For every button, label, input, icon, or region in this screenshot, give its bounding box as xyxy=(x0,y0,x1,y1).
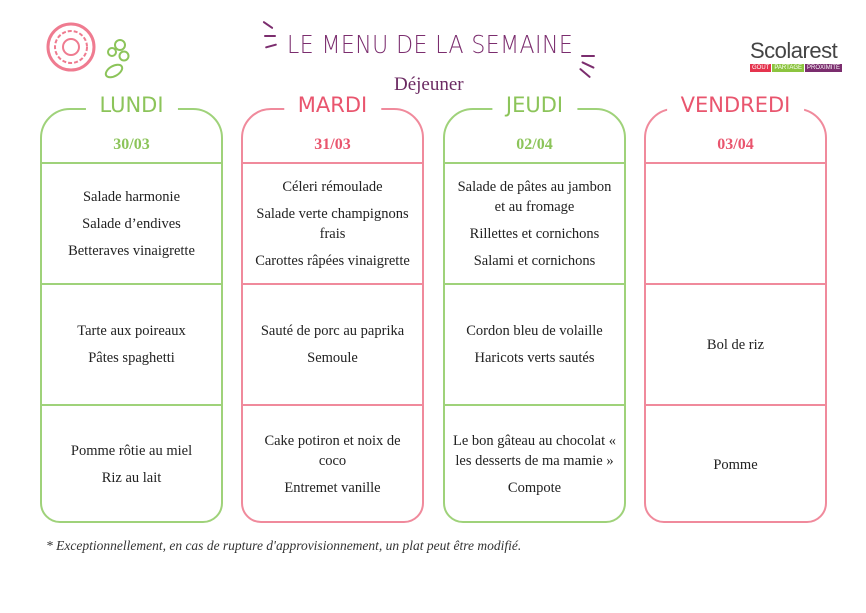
day-name: VENDREDI xyxy=(666,93,805,117)
title-decoration xyxy=(578,67,592,79)
brand-tag: GOÛT xyxy=(750,64,772,72)
menu-item: Salade harmonie xyxy=(82,188,181,205)
menu-item: Compote xyxy=(507,480,562,496)
menu-item: Betteraves vinaigrette xyxy=(68,242,195,259)
menu-item: Céleri rémoulade xyxy=(282,178,383,195)
menu-item: Bol de riz xyxy=(706,336,765,353)
menu-item: Pomme rôtie au miel xyxy=(70,443,193,459)
menu-item: Riz au lait xyxy=(101,470,162,486)
day-date: 31/03 xyxy=(314,136,351,153)
menu-item: Sauté de porc au paprika xyxy=(260,323,405,339)
menu-item: Salade verte champignons frais xyxy=(256,205,409,242)
page-title: LE MENU DE LA SEMAINE xyxy=(287,30,574,59)
day-name: JEUDI xyxy=(491,93,578,117)
menu-item: Rillettes et cornichons xyxy=(469,225,600,242)
menu-item: Tarte aux poireaux xyxy=(77,323,186,339)
day-date: 03/04 xyxy=(717,136,754,153)
menu-item: Pomme xyxy=(713,456,758,473)
day-date: 30/03 xyxy=(113,136,150,153)
menu-item: Haricots verts sautés xyxy=(474,350,595,366)
menu-item: Salade d’endives xyxy=(82,215,181,232)
menu-item: Carottes râpées vinaigrette xyxy=(255,252,410,269)
title-decoration xyxy=(264,43,278,49)
day-date: 02/04 xyxy=(516,136,553,153)
brand-tag: PROXIMITÉ xyxy=(805,64,843,72)
decorative-plate-icon xyxy=(46,22,130,79)
menu-item: Cordon bleu de volaille xyxy=(466,323,603,339)
menu-item: Semoule xyxy=(307,350,358,366)
brand-name: Scolarest xyxy=(750,38,838,63)
title-decoration xyxy=(264,35,276,37)
scolarest-logo: Scolarest GOÛT PARTAGE PROXIMITÉ xyxy=(750,38,843,72)
menu-item: Cake potiron et noix de coco xyxy=(264,433,401,469)
day-name: LUNDI xyxy=(85,93,178,117)
day-name: MARDI xyxy=(283,93,382,117)
mains-section: Bol de riz xyxy=(646,283,825,404)
menu-item: Salami et cornichons xyxy=(473,252,596,269)
menu-item: Entremet vanille xyxy=(284,480,381,496)
meal-subtitle: Déjeuner xyxy=(394,74,464,95)
desserts-section: Le bon gâteau au chocolat « les desserts… xyxy=(445,404,624,523)
title-decoration xyxy=(581,61,595,69)
menu-item: Pâtes spaghetti xyxy=(88,350,175,366)
title-decoration xyxy=(581,55,595,57)
brand-tag: PARTAGE xyxy=(772,64,805,72)
menu-item: Le bon gâteau au chocolat « les desserts… xyxy=(452,433,617,469)
menu-item: Salade de pâtes au jambon et au fromage xyxy=(457,178,612,215)
title-decoration xyxy=(262,20,274,30)
footnote: * Exceptionnellement, en cas de rupture … xyxy=(46,538,522,553)
desserts-section: Pomme xyxy=(646,404,825,523)
starters-section xyxy=(646,162,825,283)
